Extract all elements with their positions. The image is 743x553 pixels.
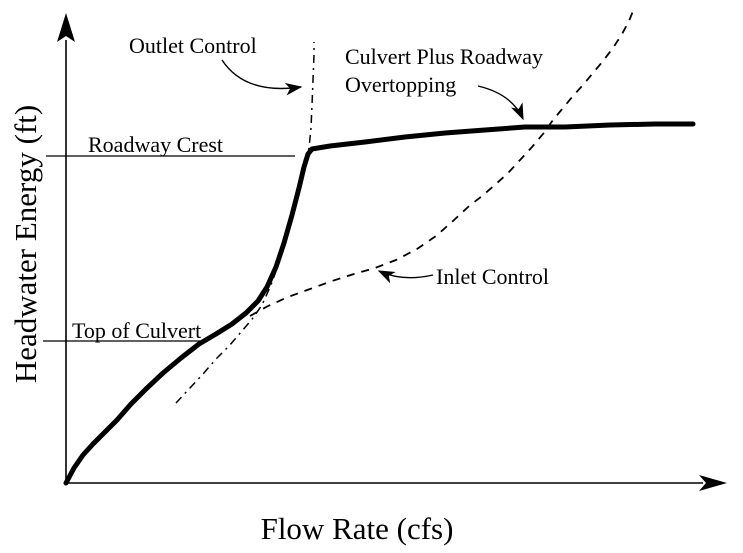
series-inlet-control (249, 10, 634, 317)
arrows-layer (221, 59, 524, 284)
annotation-overtopping-line1: Culvert Plus Roadway (345, 44, 543, 69)
series-culvert-performance-culvert-plus-roadway-overtopping (63, 121, 696, 486)
reference-label-top-of-culvert: Top of Culvert (72, 318, 201, 343)
axes (57, 13, 727, 491)
annotation-arrow-inlet-control (377, 270, 434, 284)
x-axis-label: Flow Rate (cfs) (261, 511, 454, 546)
series-outlet-control (175, 42, 315, 404)
annotation-inlet-control: Inlet Control (436, 264, 549, 289)
x-axis-arrowhead-icon (699, 475, 727, 491)
y-axis-arrowhead-icon (57, 13, 75, 42)
annotation-overtopping-line2: Overtopping (345, 72, 456, 97)
reference-label-roadway-crest: Roadway Crest (88, 132, 223, 157)
annotation-outlet-control: Outlet Control (129, 33, 257, 58)
y-axis-label: Headwater Energy (ft) (8, 105, 43, 383)
labels: Headwater Energy (ft) Flow Rate (cfs) Ou… (8, 33, 549, 546)
ref-lines-layer (43, 155, 295, 342)
annotation-arrow-outlet-control (221, 59, 303, 96)
annotation-arrow-overtopping (477, 85, 524, 121)
curves-layer (63, 10, 696, 486)
